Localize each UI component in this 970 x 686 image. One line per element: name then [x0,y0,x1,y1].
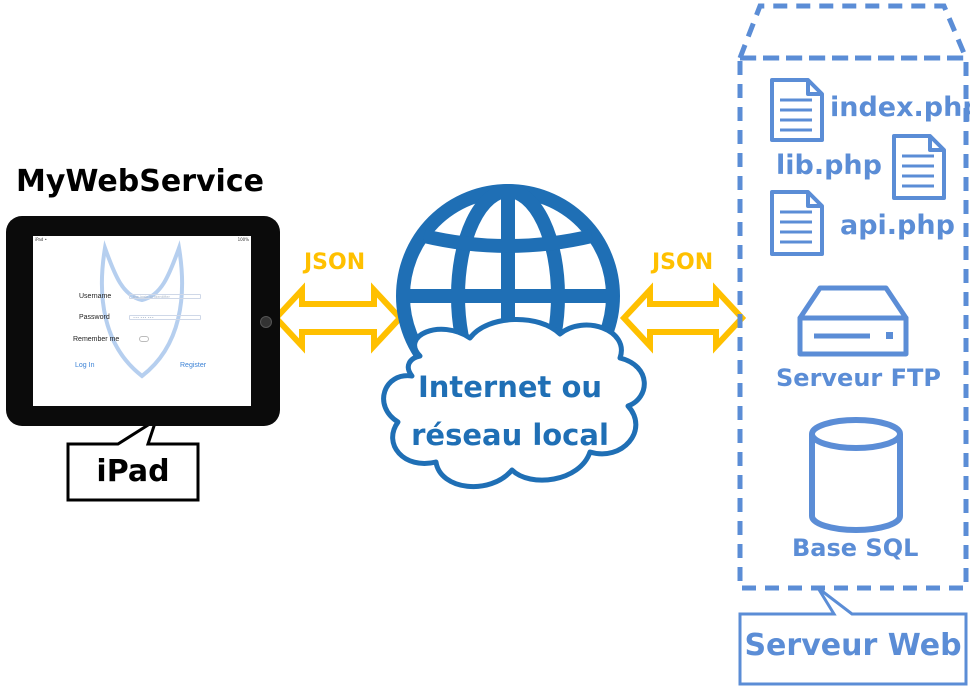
remember-me-label: Remember me [73,336,120,343]
username-input[interactable]: the login or identifier [129,294,201,299]
file-icon-api [770,190,824,256]
file-label-lib: lib.php [776,150,882,181]
password-label: Password [79,314,110,321]
ipad-callout-bubble [66,416,200,502]
ipad-callout-label: iPad [96,454,170,489]
json-arrow-right [619,282,747,354]
cloud-shape [381,317,647,490]
server-callout-bubble [738,586,968,686]
file-label-index: index.php [830,92,970,123]
username-label: Username [79,293,112,300]
password-input[interactable]: ••• ••• ••• [129,315,201,320]
ftp-server-label: Serveur FTP [776,364,941,392]
ipad-status-left: iPad • [35,237,47,242]
app-logo-watermark [99,240,185,379]
login-button[interactable]: Log In [75,362,95,369]
app-title: MyWebService [16,164,264,199]
server-callout-label: Serveur Web [744,628,962,663]
database-icon [809,417,903,533]
ipad-screen: iPad • 100% Username the login or identi… [33,236,251,406]
server-rack-roof [736,3,970,61]
database-label: Base SQL [792,534,919,562]
server-rack-body [737,55,969,591]
ipad-status-right: 100% [237,237,249,242]
ftp-server-icon [797,285,909,357]
file-icon-lib [892,134,946,200]
network-label-line1: Internet ou [417,370,603,404]
remember-me-toggle[interactable] [139,336,149,342]
ipad-home-button[interactable] [260,316,272,328]
json-label-left: JSON [304,250,366,275]
json-arrow-left [271,282,405,354]
file-icon-index [770,78,824,142]
json-label-right: JSON [652,250,714,275]
file-label-api: api.php [840,210,955,241]
network-label-line2: réseau local [411,418,609,452]
register-button[interactable]: Register [180,362,207,369]
